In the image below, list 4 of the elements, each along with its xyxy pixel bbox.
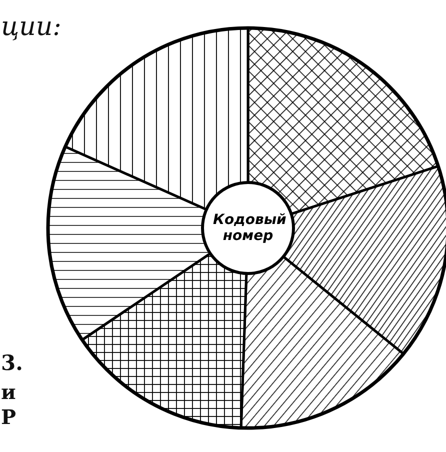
text-fragment: и xyxy=(1,380,16,404)
text-fragment: 3. xyxy=(1,350,23,375)
text-fragment: Р xyxy=(1,405,16,429)
text-fragment: ции: xyxy=(1,12,62,42)
